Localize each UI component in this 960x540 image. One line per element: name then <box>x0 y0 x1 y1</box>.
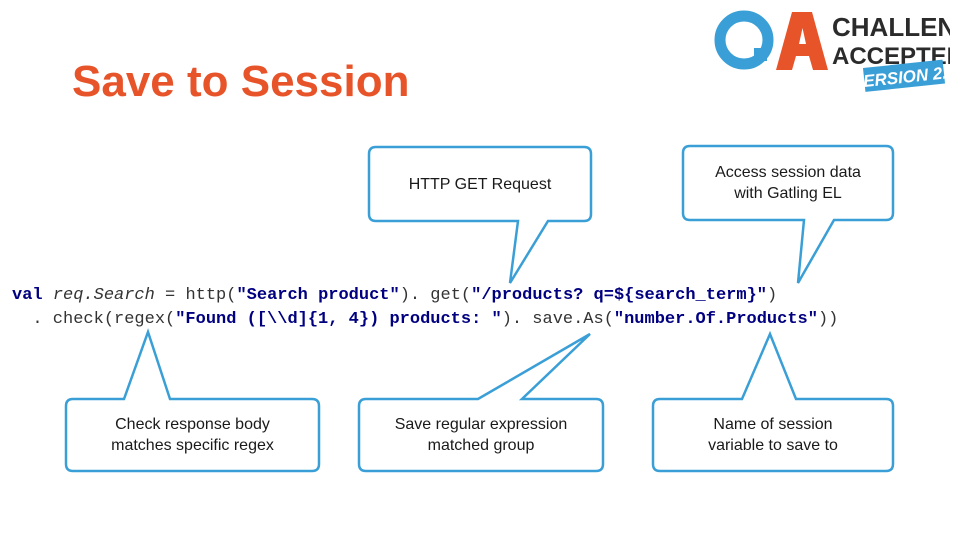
callout-check-text: Check response body matches specific reg… <box>68 401 317 469</box>
callout-check-bubble <box>64 328 321 473</box>
code-save-call: ). save.As( <box>501 310 614 329</box>
code-string-regex: "Found ([\\d]{1, 4}) products: " <box>175 310 502 329</box>
callout-name-text: Name of session variable to save to <box>655 401 891 469</box>
callout-save-line-2: matched group <box>427 437 535 454</box>
callout-save-line-1: Save regular expression <box>394 416 568 433</box>
callout-name-bubble <box>651 330 895 473</box>
challenge-accepted-logo: CHALLENGE ACCEPTED VERSION 2.0 <box>714 10 950 92</box>
code-close-paren: ) <box>766 286 778 305</box>
callout-session-line-2: with Gatling EL <box>734 185 842 202</box>
callout-http-get-text: HTTP GET Request <box>371 149 589 219</box>
callout-check-line-1: Check response body <box>115 416 270 433</box>
callout-session-line-1: Access session data <box>715 164 861 181</box>
callout-save-text: Save regular expression matched group <box>361 401 601 469</box>
code-string-name: "Search product" <box>236 286 400 305</box>
code-string-url: "/products? q=${search_term}" <box>471 286 767 305</box>
logo-line-1: CHALLENGE <box>832 12 950 42</box>
callout-name-line-1: Name of session <box>713 416 833 433</box>
callout-http-get-label: HTTP GET Request <box>408 175 552 193</box>
code-get-call: ). get( <box>399 286 472 305</box>
logo-badge <box>862 59 946 92</box>
code-string-var-name: "number.Of.Products" <box>613 310 818 329</box>
code-line-1: val req.Search = http("Search product").… <box>12 284 838 308</box>
code-line-2: . check(regex("Found ([\\d]{1, 4}) produ… <box>12 308 838 332</box>
callout-session-text: Access session data with Gatling EL <box>685 148 891 218</box>
callout-name-line-2: variable to save to <box>708 437 838 454</box>
code-snippet: val req.Search = http("Search product").… <box>12 284 838 332</box>
slide-title: Save to Session <box>72 57 410 106</box>
logo-a-icon <box>776 12 828 70</box>
code-check-call: . check(regex( <box>12 310 176 329</box>
callout-check-line-2: matches specific regex <box>111 437 274 454</box>
code-variable: req.Search <box>52 286 155 305</box>
code-close-parens: )) <box>817 310 839 329</box>
callout-http-get-bubble <box>367 145 593 284</box>
logo-ring-icon <box>714 10 774 70</box>
code-assign: = http( <box>154 286 237 305</box>
callout-session-bubble <box>681 144 895 284</box>
callout-save-bubble <box>357 332 605 473</box>
code-keyword-val: val <box>12 286 43 305</box>
